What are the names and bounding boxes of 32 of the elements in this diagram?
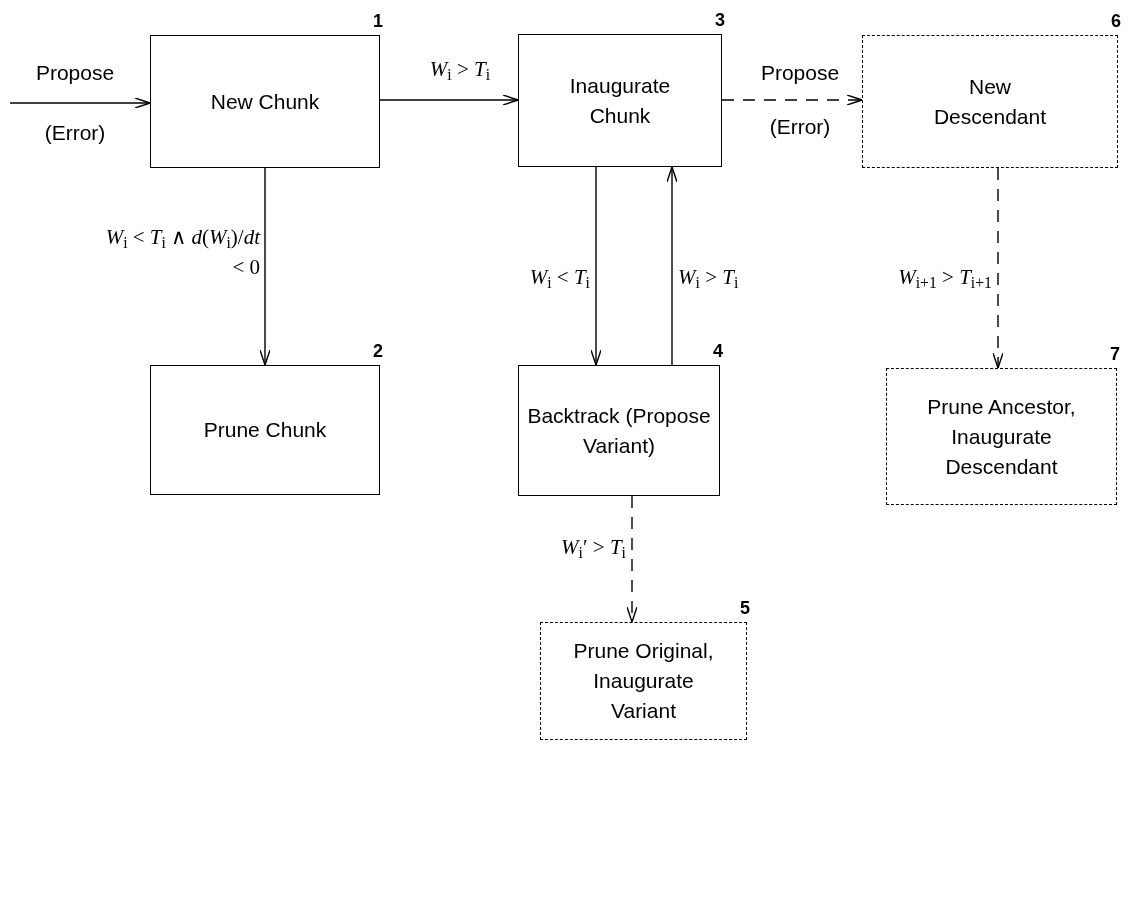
arrow [379, 94, 519, 106]
box-label: New Descendant [932, 73, 1048, 130]
box-number: 1 [373, 10, 383, 33]
arrow [9, 97, 151, 109]
edge-label: W$_{i+1}$ > T$_{i+1}$ [897, 264, 992, 292]
edge-label: W$_{i}$′ > T$_{i}$ [560, 534, 626, 562]
arrow [626, 495, 638, 623]
arrow [992, 167, 1004, 369]
arrow [590, 166, 602, 366]
edge-label: W$_{i}$ > T$_{i}$ [428, 56, 492, 84]
box-number: 7 [1110, 343, 1120, 366]
box-label: Prune Original, Inaugurate Variant [572, 638, 715, 724]
edge-label: W$_{i}$ < T$_{i}$ ∧ d(W$_{i}$)/dt < 0 [104, 224, 260, 281]
box-number: 2 [373, 340, 383, 363]
edge-label: Propose [34, 60, 116, 86]
edge-label: W$_{i}$ > T$_{i}$ [678, 264, 740, 292]
arrow [666, 166, 678, 366]
edge-label: W$_{i}$ < T$_{i}$ [528, 264, 590, 292]
box-label: Inaugurate Chunk [568, 72, 672, 129]
box-number: 4 [713, 340, 723, 363]
box-label: Prune Ancestor, Inaugurate Descendant [926, 393, 1077, 480]
box-label: Prune Chunk [203, 417, 327, 443]
box-number: 3 [715, 9, 725, 32]
annotation-text: (Error) [768, 114, 832, 140]
edge-label: Propose [759, 60, 841, 86]
box-label: Backtrack (Propose Variant) [526, 402, 712, 459]
box-number: 5 [740, 597, 750, 620]
box-label: New Chunk [210, 88, 320, 115]
annotation-text: (Error) [43, 120, 107, 146]
arrow [721, 94, 863, 106]
arrow [259, 167, 271, 366]
box-number: 6 [1111, 10, 1121, 33]
